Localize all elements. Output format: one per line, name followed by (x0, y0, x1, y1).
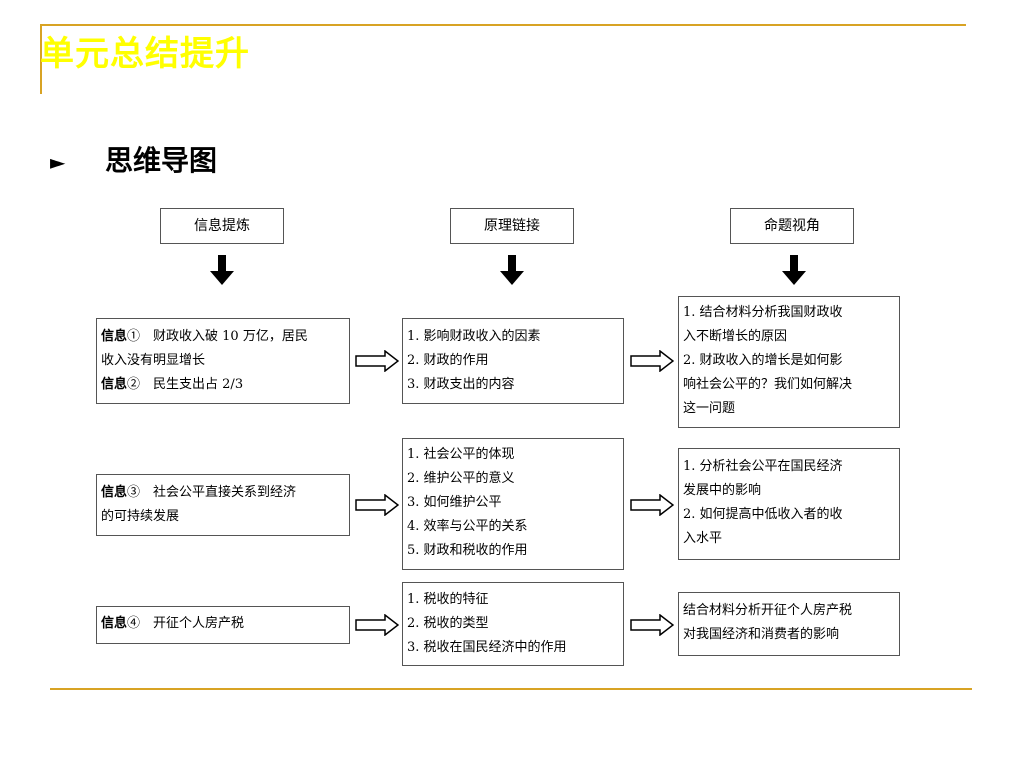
header-top-rule (40, 24, 966, 26)
principle-item: 2. 维护公平的意义 (407, 471, 515, 486)
column-heading-principle: 原理链接 (450, 208, 574, 244)
principle-box-3: 1. 税收的特征 2. 税收的类型 3. 税收在国民经济中的作用 (402, 582, 624, 666)
principle-item: 2. 财政的作用 (407, 353, 489, 368)
principle-item: 3. 如何维护公平 (407, 495, 502, 510)
arrow-right-icon (630, 350, 674, 372)
section-title: 思维导图 (105, 144, 218, 177)
info-line: 信息④ 开征个人房产税 (101, 616, 245, 631)
info-box-1: 信息① 财政收入破 10 万亿，居民 收入没有明显增长 信息② 民生支出占 2/… (96, 318, 350, 404)
perspective-item: 2. 财政收入的增长是如何影 (683, 353, 843, 368)
page-title: 单元总结提升 (40, 34, 250, 74)
info-line: 信息② 民生支出占 2/3 (101, 377, 244, 392)
principle-item: 3. 税收在国民经济中的作用 (407, 640, 567, 655)
info-box-2: 信息③ 社会公平直接关系到经济 的可持续发展 (96, 474, 350, 536)
principle-item: 1. 税收的特征 (407, 592, 489, 607)
arrow-down-icon (782, 255, 806, 285)
principle-item: 2. 税收的类型 (407, 616, 489, 631)
arrow-right-icon (630, 494, 674, 516)
perspective-box-1: 1. 结合材料分析我国财政收 入不断增长的原因 2. 财政收入的增长是如何影 响… (678, 296, 900, 428)
perspective-item: 结合材料分析开征个人房产税 (683, 603, 853, 618)
principle-item: 3. 财政支出的内容 (407, 377, 515, 392)
arrow-down-icon (210, 255, 234, 285)
header-side-rule (40, 26, 42, 94)
column-heading-perspective: 命题视角 (730, 208, 854, 244)
arrow-right-icon (355, 350, 399, 372)
info-box-3: 信息④ 开征个人房产税 (96, 606, 350, 644)
principle-item: 1. 影响财政收入的因素 (407, 329, 541, 344)
principle-box-1: 1. 影响财政收入的因素 2. 财政的作用 3. 财政支出的内容 (402, 318, 624, 404)
perspective-item: 1. 结合材料分析我国财政收 (683, 305, 843, 320)
principle-item: 1. 社会公平的体现 (407, 447, 515, 462)
perspective-item: 1. 分析社会公平在国民经济 (683, 459, 843, 474)
perspective-item: 2. 如何提高中低收入者的收 (683, 507, 843, 522)
perspective-item: 响社会公平的？我们如何解决 (683, 377, 853, 392)
arrow-down-icon (500, 255, 524, 285)
perspective-item: 这一问题 (683, 401, 736, 416)
info-line: 信息① 财政收入破 10 万亿，居民 (101, 329, 308, 344)
arrow-right-icon (355, 614, 399, 636)
arrow-right-icon (355, 494, 399, 516)
column-heading-info: 信息提炼 (160, 208, 284, 244)
perspective-item: 对我国经济和消费者的影响 (683, 627, 840, 642)
perspective-item: 发展中的影响 (683, 483, 762, 498)
info-line: 信息③ 社会公平直接关系到经济 (101, 485, 297, 500)
perspective-item: 入不断增长的原因 (683, 329, 788, 344)
info-line: 的可持续发展 (101, 509, 180, 524)
principle-item: 5. 财政和税收的作用 (407, 543, 528, 558)
bullet-icon: ► (50, 150, 66, 174)
footer-rule (50, 688, 972, 690)
info-line: 收入没有明显增长 (101, 353, 206, 368)
principle-box-2: 1. 社会公平的体现 2. 维护公平的意义 3. 如何维护公平 4. 效率与公平… (402, 438, 624, 570)
perspective-box-3: 结合材料分析开征个人房产税 对我国经济和消费者的影响 (678, 592, 900, 656)
perspective-box-2: 1. 分析社会公平在国民经济 发展中的影响 2. 如何提高中低收入者的收 入水平 (678, 448, 900, 560)
arrow-right-icon (630, 614, 674, 636)
principle-item: 4. 效率与公平的关系 (407, 519, 528, 534)
perspective-item: 入水平 (683, 531, 723, 546)
